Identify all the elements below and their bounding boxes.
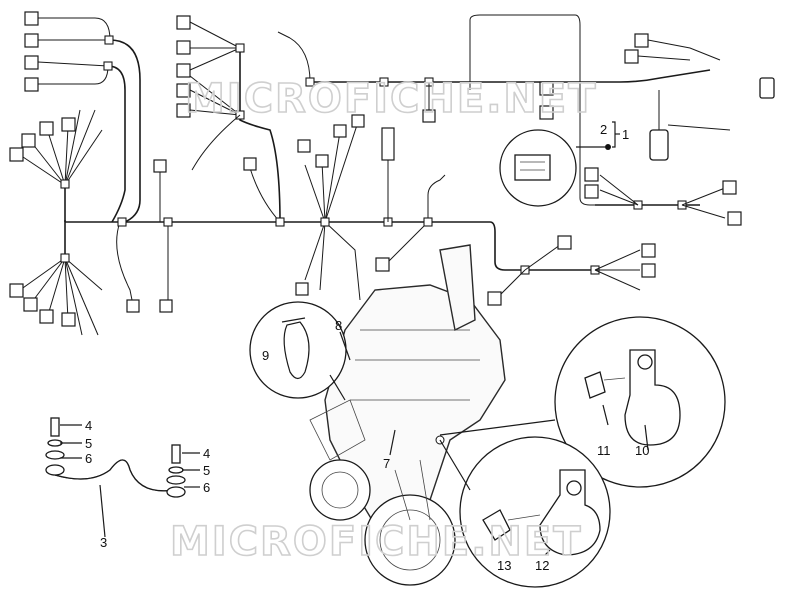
connector-box <box>39 309 54 324</box>
right-cluster <box>487 167 742 306</box>
connector-box <box>9 147 24 162</box>
callout-1: 1 <box>622 127 629 142</box>
top-right-connectors <box>539 33 775 161</box>
center-cluster <box>295 114 395 301</box>
callout-5-right: 5 <box>203 463 210 478</box>
callout-1-2-bracket <box>576 121 620 150</box>
ground-cable-assembly <box>45 417 200 538</box>
callout-6-left: 6 <box>85 451 92 466</box>
callout-7: 7 <box>383 456 390 471</box>
top-left-branch <box>24 11 141 223</box>
left-lower-fan <box>9 253 103 336</box>
connector-box <box>39 121 54 136</box>
clamp-12-13-detail <box>439 436 611 588</box>
left-upper-fan <box>9 109 103 189</box>
callout-12: 12 <box>535 558 549 573</box>
callout-8: 8 <box>335 318 342 333</box>
connector-box <box>9 283 24 298</box>
watermark-top: MICROFICHE.NET <box>185 76 598 122</box>
connector-box <box>61 312 76 327</box>
detail-circle-connector <box>499 129 577 207</box>
main-harness-trunk <box>64 185 595 271</box>
handlebar-frame-illustration <box>309 244 506 586</box>
callout-11: 11 <box>597 443 611 458</box>
connector-box <box>61 117 76 132</box>
callout-2: 2 <box>600 122 607 137</box>
clamp-10-11-detail <box>439 316 726 488</box>
lower-left-drops <box>116 159 173 313</box>
callout-3: 3 <box>100 535 107 550</box>
callout-labels: 1 2 3 4 5 6 4 5 6 7 8 9 10 11 12 13 <box>85 122 649 573</box>
callout-4-right: 4 <box>203 446 210 461</box>
connector-box <box>23 297 38 312</box>
top-center-line <box>277 31 711 123</box>
watermark-bottom: MICROFICHE.NET <box>170 519 583 565</box>
callout-13: 13 <box>497 558 511 573</box>
callout-6-right: 6 <box>203 480 210 495</box>
callout-5-left: 5 <box>85 436 92 451</box>
callout-9: 9 <box>262 348 269 363</box>
right-center-branch <box>375 14 640 272</box>
callout-4-left: 4 <box>85 418 92 433</box>
middle-upper-branches <box>176 15 285 227</box>
connector-box <box>21 133 36 148</box>
clip-9-detail <box>249 301 347 401</box>
callout-10: 10 <box>635 443 649 458</box>
